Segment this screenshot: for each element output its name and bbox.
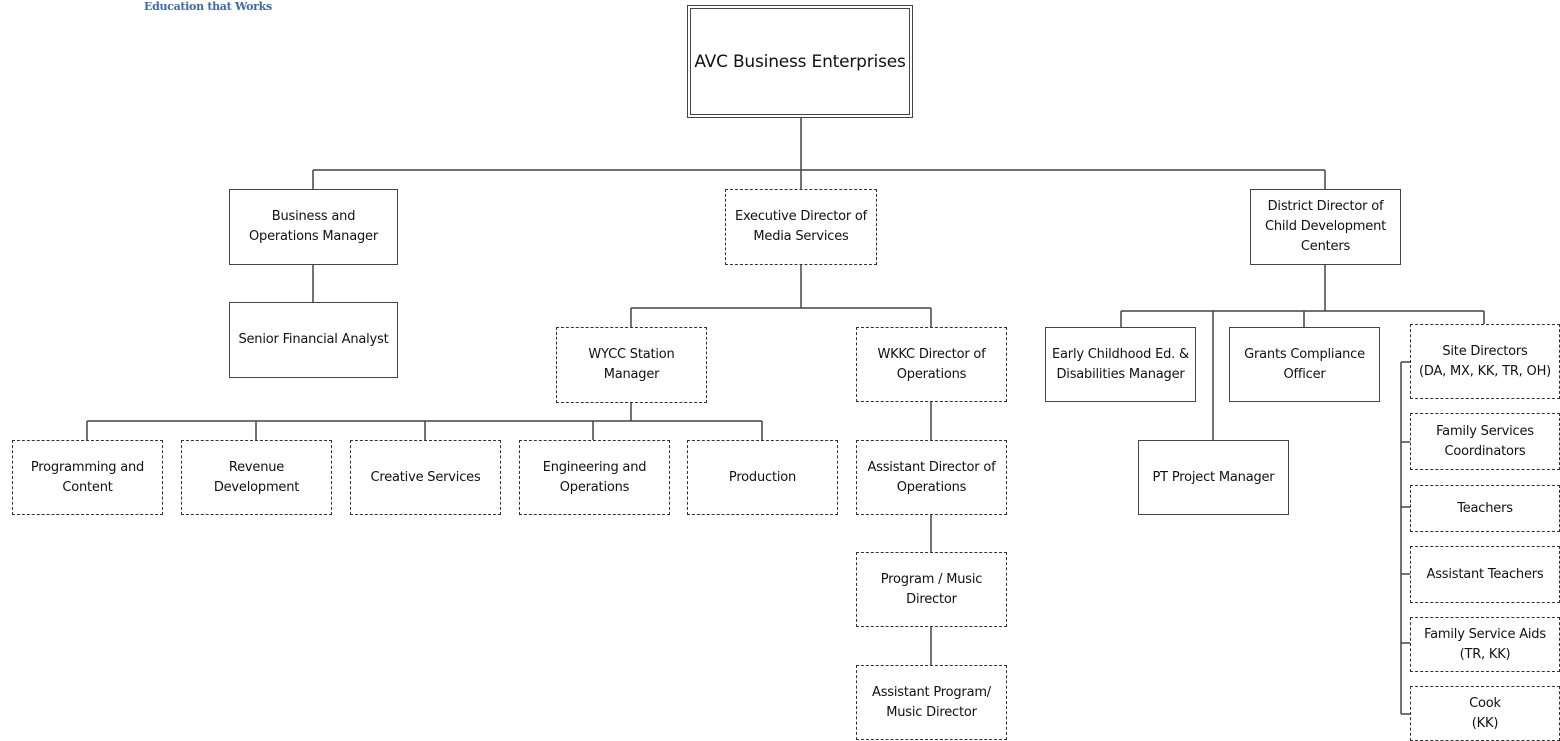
wycc-station-manager-node: WYCC Station Manager	[556, 327, 707, 403]
tagline: Education that Works	[144, 0, 272, 13]
site-directors-node: Site Directors (DA, MX, KK, TR, OH)	[1410, 324, 1560, 399]
grants-compliance-officer-node: Grants Compliance Officer	[1229, 327, 1380, 402]
root-node: AVC Business Enterprises	[687, 5, 913, 118]
programming-content-node: Programming and Content	[12, 440, 163, 515]
exec-director-media-node: Executive Director of Media Services	[725, 189, 877, 265]
teachers-node: Teachers	[1410, 485, 1560, 532]
creative-services-node: Creative Services	[350, 440, 501, 515]
pt-project-manager-node: PT Project Manager	[1138, 440, 1289, 515]
business-ops-manager-node: Business and Operations Manager	[229, 189, 398, 265]
assistant-director-ops-node: Assistant Director of Operations	[856, 440, 1007, 515]
district-director-cdc-node: District Director of Child Development C…	[1250, 189, 1401, 265]
family-services-coordinators-node: Family Services Coordinators	[1410, 413, 1560, 470]
assistant-teachers-node: Assistant Teachers	[1410, 546, 1560, 603]
assistant-program-music-director-node: Assistant Program/ Music Director	[856, 665, 1007, 740]
production-node: Production	[687, 440, 838, 515]
family-service-aids-node: Family Service Aids (TR, KK)	[1410, 617, 1560, 672]
cook-node: Cook (KK)	[1410, 686, 1560, 741]
program-music-director-node: Program / Music Director	[856, 552, 1007, 627]
engineering-operations-node: Engineering and Operations	[519, 440, 670, 515]
early-childhood-manager-node: Early Childhood Ed. & Disabilities Manag…	[1045, 327, 1196, 402]
wkkc-director-ops-node: WKKC Director of Operations	[856, 327, 1007, 402]
senior-financial-analyst-node: Senior Financial Analyst	[229, 302, 398, 378]
revenue-development-node: Revenue Development	[181, 440, 332, 515]
